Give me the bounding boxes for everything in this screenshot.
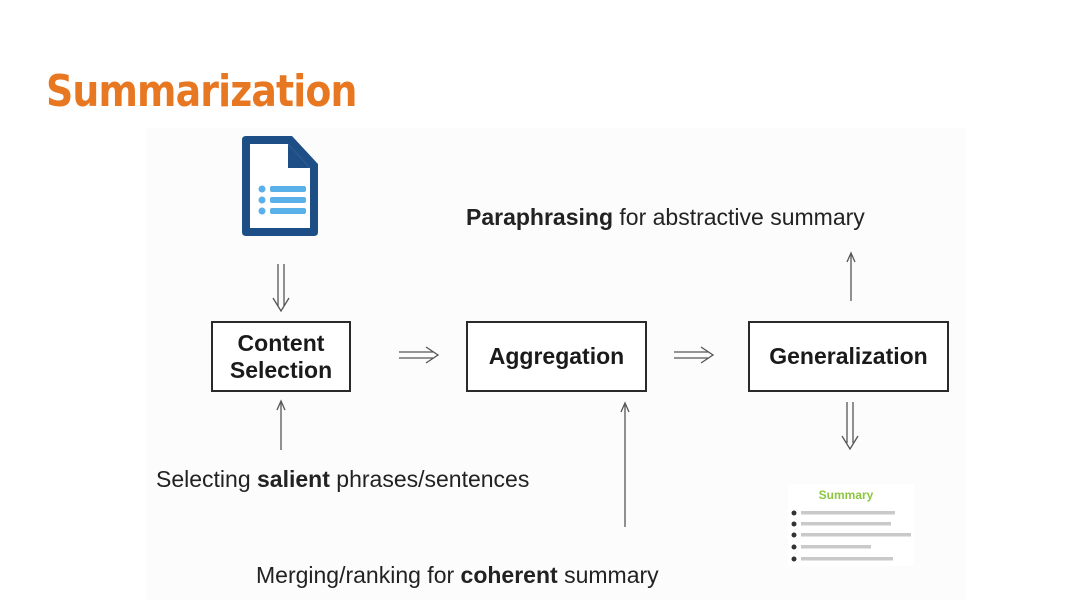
merging-bold: coherent	[460, 562, 558, 588]
generalization-label: Generalization	[769, 343, 928, 369]
document-icon	[242, 136, 318, 236]
selecting-post: phrases/sentences	[329, 466, 530, 492]
merging-pre: Merging/ranking for	[256, 562, 461, 588]
aggregation-label: Aggregation	[488, 343, 625, 369]
arrow-salient-to-selection	[276, 399, 286, 450]
summary-icon-label: Summary	[819, 488, 874, 502]
content-selection-line-2: Selection	[229, 356, 333, 383]
merging-post: summary	[557, 562, 659, 588]
selecting-annotation: Selecting salient phrases/sentences	[156, 466, 529, 493]
content-selection-line-1: Content	[237, 329, 325, 356]
arrow-aggregation-to-generalization	[674, 346, 715, 364]
arrow-to-paraphrasing	[846, 251, 856, 301]
selecting-pre: Selecting	[156, 466, 258, 492]
aggregation-box: Aggregation	[466, 321, 647, 392]
summary-icon: Summary	[788, 484, 914, 566]
arrow-doc-to-selection	[272, 264, 290, 313]
content-selection-box: Content Selection	[211, 321, 351, 392]
merging-annotation: Merging/ranking for coherent summary	[256, 562, 659, 589]
page-title: Summarization	[46, 66, 357, 117]
selecting-bold: salient	[257, 466, 330, 492]
paraphrasing-bold: Paraphrasing	[466, 204, 613, 230]
generalization-box: Generalization	[748, 321, 949, 392]
arrow-selection-to-aggregation	[399, 346, 440, 364]
arrow-merging-to-aggregation	[620, 401, 630, 527]
arrow-generalization-to-summary	[841, 402, 859, 451]
paraphrasing-annotation: Paraphrasing for abstractive summary	[466, 204, 865, 231]
paraphrasing-rest: for abstractive summary	[613, 204, 865, 230]
